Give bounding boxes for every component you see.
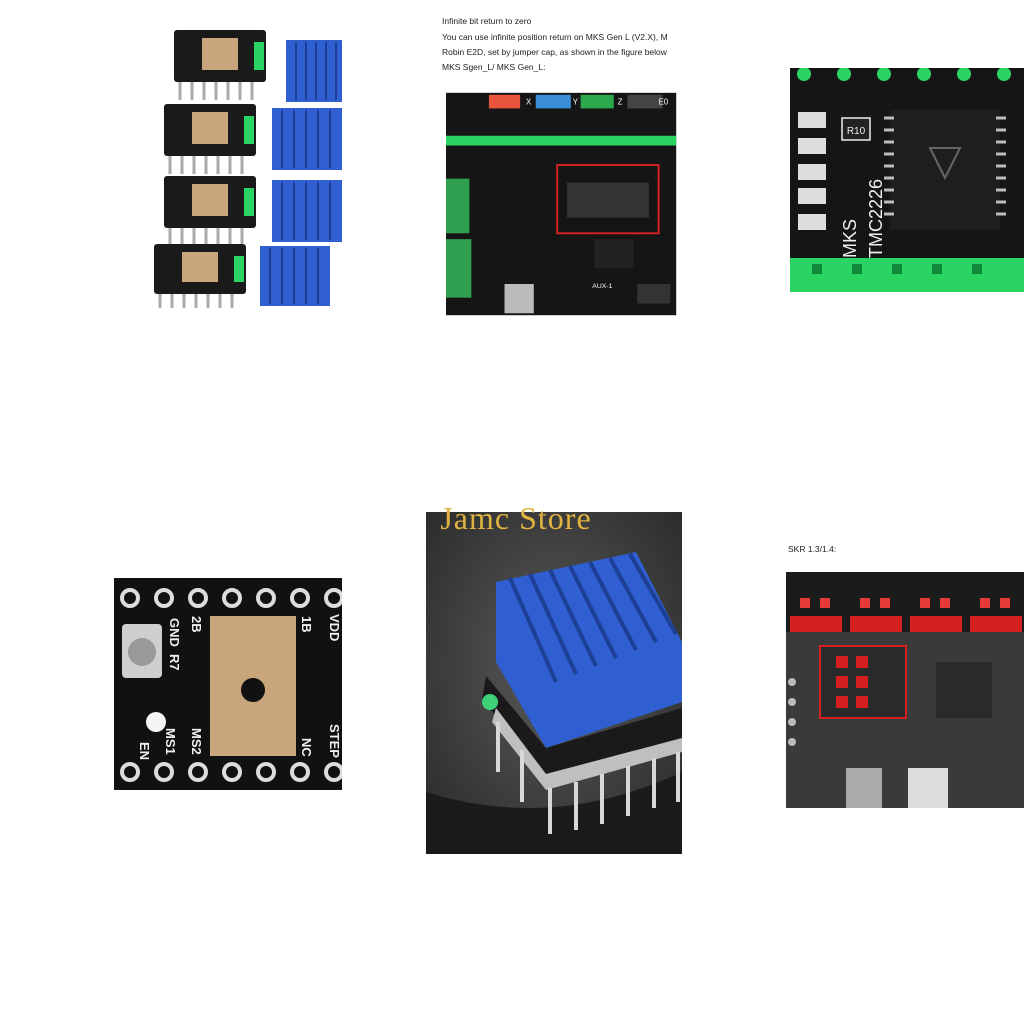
instruction-line-1: Infinite bit return to zero — [442, 16, 532, 26]
connector-label-y: Y — [573, 98, 579, 107]
connector-blue — [535, 94, 571, 109]
label-2b: 2B — [189, 616, 204, 633]
label-nc: NC — [299, 738, 314, 757]
vertical-text-mks: MKS — [840, 219, 860, 258]
connector-grey — [627, 94, 663, 109]
driver-module-2 — [164, 104, 256, 174]
bottom-pin-holes — [120, 762, 342, 782]
driver-module-1 — [174, 30, 266, 100]
skr-board-graphic — [786, 572, 1024, 808]
heatsink-2 — [272, 108, 342, 170]
store-watermark: Jamc Store — [440, 500, 592, 536]
instruction-line-2: You can use infinite position return on … — [442, 32, 668, 42]
label-r7: R7 — [167, 654, 182, 671]
sd-card-slot — [908, 768, 948, 808]
resistor-label: R10 — [847, 126, 866, 137]
instruction-line-3: Robin E2D, set by jumper cap, as shown i… — [442, 47, 667, 57]
label-gnd: GND — [167, 618, 182, 647]
tmc2226-closeup: R10 MKS TMC2226 — [790, 68, 1024, 292]
mcu-chip — [936, 662, 992, 718]
heatsink-4 — [260, 246, 330, 306]
heatsink-block — [496, 552, 682, 748]
header-strip — [492, 708, 682, 790]
drivers-and-heatsinks-photo — [150, 20, 342, 310]
heatsink-3 — [272, 180, 342, 242]
usb-port — [846, 768, 882, 808]
trinamic-logo-icon — [928, 147, 962, 181]
terminal-block-2 — [446, 239, 472, 298]
driver-module-3 — [164, 176, 256, 246]
bottom-green-header — [790, 258, 1024, 292]
driver-slots-red — [790, 616, 1022, 632]
connector-red — [488, 94, 521, 109]
top-pin-row — [797, 68, 1011, 81]
connector-label-z: Z — [618, 98, 623, 107]
driver-heatsink-graphic — [426, 512, 682, 854]
smd-components — [798, 112, 826, 230]
label-ms1: MS1 — [163, 728, 178, 755]
mcu-chip — [594, 239, 634, 269]
instruction-line-4: MKS Sgen_L/ MKS Gen_L: — [442, 62, 546, 72]
connector-green — [580, 94, 614, 109]
connector-label-x: X — [526, 98, 532, 107]
tmc2226-chip — [890, 110, 1000, 230]
terminal-block-1 — [446, 178, 470, 234]
label-vdd: VDD — [327, 614, 342, 641]
connector-label-e0: E0 — [659, 98, 669, 107]
driver-with-heatsink-photo — [426, 512, 682, 854]
green-component — [482, 694, 498, 710]
driver-pcb — [482, 676, 682, 774]
label-step: STEP — [327, 724, 342, 758]
mks-gen-l-instructions: Infinite bit return to zero You can use … — [440, 14, 684, 320]
vertical-text-tmc2226: TMC2226 — [866, 179, 886, 258]
heatsink-1 — [286, 40, 342, 102]
driver-pinout-graphic: GND R7 2B 1B VDD MS2 MS1 EN NC STEP — [114, 578, 342, 790]
drivers-heatsinks-graphic — [154, 30, 342, 308]
mks-gen-l-board-graphic: X Y Z E0 AUX-1 — [446, 92, 677, 316]
usb-port — [504, 284, 534, 314]
led-indicator — [146, 712, 166, 732]
driver-module-4 — [154, 244, 246, 308]
label-1b: 1B — [299, 616, 314, 633]
jumper-highlight-box — [556, 164, 660, 235]
tmc2226-board-graphic: R10 MKS TMC2226 — [790, 68, 1024, 292]
aux-label: AUX-1 — [592, 283, 612, 290]
label-en: EN — [137, 742, 152, 760]
pin-legs — [496, 722, 680, 834]
skr-board-photo: SKR 1.3/1.4: — [786, 542, 1024, 808]
driver-pinout-closeup: GND R7 2B 1B VDD MS2 MS1 EN NC STEP — [114, 578, 342, 790]
label-ms2: MS2 — [189, 728, 204, 755]
top-pin-holes — [120, 588, 342, 608]
skr-caption: SKR 1.3/1.4: — [788, 544, 837, 554]
